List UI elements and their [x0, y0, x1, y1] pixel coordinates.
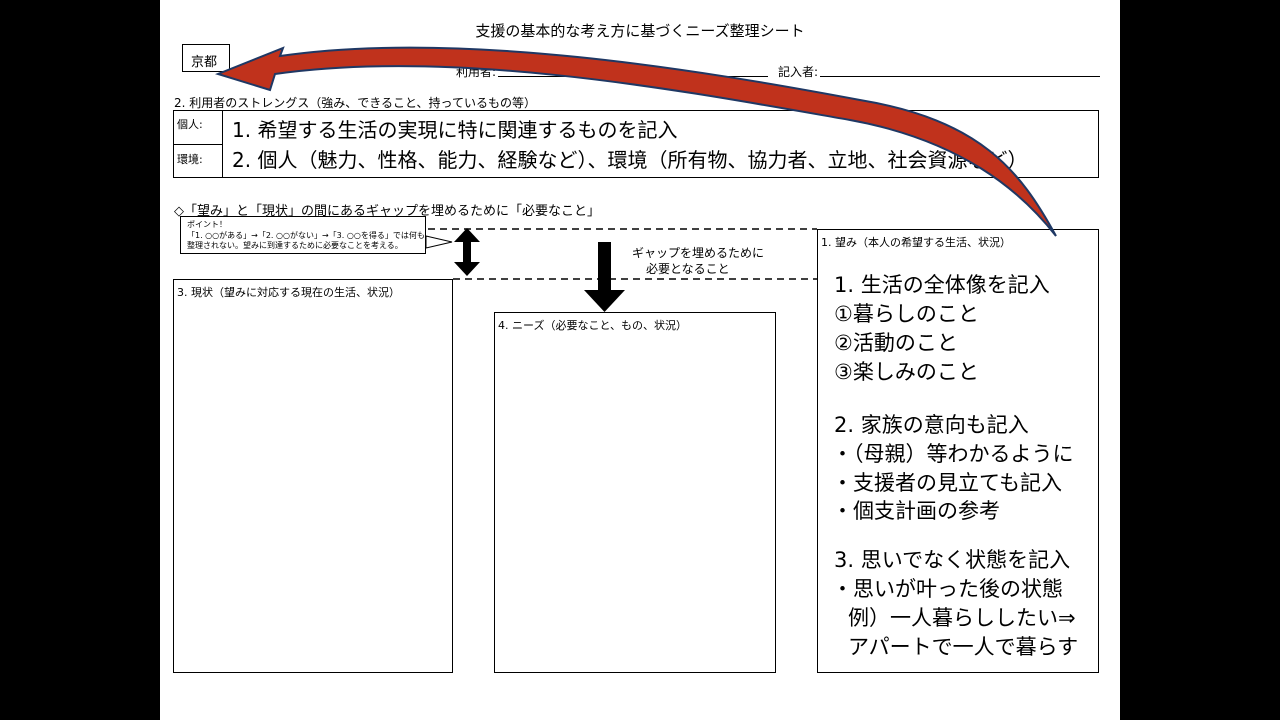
- wish-s2-c: ・個支計画の参考: [832, 499, 1000, 523]
- down-arrow-icon: [584, 242, 625, 312]
- wish-box: 1. 望み（本人の希望する生活、状況） 1. 生活の全体像を記入 ①暮らしのこと…: [817, 229, 1099, 673]
- wish-s1-c: ③楽しみのこと: [834, 360, 979, 384]
- overlay-graphics: [214, 46, 1057, 312]
- strengths-row-divider: [174, 144, 222, 145]
- region-box: 京都: [182, 44, 230, 72]
- wish-s2-a: ・（母親）等わかるように: [832, 442, 1074, 466]
- current-situation-box: 3. 現状（望みに対応する現在の生活、状況）: [173, 279, 453, 673]
- wish-s3-a: ・思いが叶った後の状態: [832, 577, 1063, 601]
- wish-heading: 1. 望み（本人の希望する生活、状況）: [821, 236, 1011, 249]
- needs-worksheet: 支援の基本的な考え方に基づくニーズ整理シート 京都 利用者: 記入者: 2. 利…: [160, 0, 1120, 720]
- point-title: ポイント！: [187, 220, 227, 229]
- point-line-2: 整理されない。望みに到達するために必要なことを考える。: [187, 241, 403, 250]
- wish-s1-b: ②活動のこと: [834, 331, 958, 355]
- double-arrow-icon: [454, 228, 480, 276]
- point-callout: ポイント！ 「1. ○○がある」→「2. ○○がない」→「3. ○○を得る」では…: [180, 216, 426, 254]
- gap-note-line-2: 必要となること: [646, 262, 730, 276]
- wish-s3-c: アパートで一人で暮らす: [848, 635, 1079, 659]
- wish-s2-title: 2. 家族の意向も記入: [834, 413, 1029, 437]
- curved-arrow-icon: [214, 46, 1057, 237]
- writer-label: 記入者:: [778, 65, 819, 79]
- environment-label: 環境:: [177, 153, 203, 166]
- strengths-box: 個人: 環境: 1. 希望する生活の実現に特に関連するものを記入 2. 個人（魅…: [173, 110, 1099, 178]
- strengths-heading: 2. 利用者のストレングス（強み、できること、持っているもの等）: [174, 96, 536, 110]
- gap-heading: ◇「望み」と「現状」の間にあるギャップを埋めるために「必要なこと」: [174, 204, 600, 219]
- wish-s1-a: ①暮らしのこと: [834, 302, 979, 326]
- wish-s3-title: 3. 思いでなく状態を記入: [834, 548, 1071, 572]
- wish-s3-b: 例）一人暮らししたい⇒: [848, 606, 1076, 630]
- strengths-line-1: 1. 希望する生活の実現に特に関連するものを記入: [232, 118, 678, 142]
- individual-label: 個人:: [177, 118, 203, 131]
- strengths-line-2: 2. 個人（魅力、性格、能力、経験など）、環境（所有物、協力者、立地、社会資源な…: [232, 148, 1028, 172]
- needs-heading: 4. ニーズ（必要なこと、もの、状況）: [498, 319, 688, 332]
- point-line-1: 「1. ○○がある」→「2. ○○がない」→「3. ○○を得る」では何も: [187, 231, 425, 240]
- sheet-title: 支援の基本的な考え方に基づくニーズ整理シート: [475, 22, 805, 40]
- needs-box: 4. ニーズ（必要なこと、もの、状況）: [494, 312, 776, 673]
- current-heading: 3. 現状（望みに対応する現在の生活、状況）: [177, 286, 400, 299]
- writer-field-line: [820, 76, 1100, 77]
- wish-s2-b: ・支援者の見立ても記入: [832, 471, 1062, 495]
- wish-s1-title: 1. 生活の全体像を記入: [834, 273, 1050, 297]
- gap-note-line-1: ギャップを埋めるために: [632, 246, 765, 260]
- point-callout-pointer: [425, 235, 453, 249]
- strengths-divider: [222, 111, 223, 177]
